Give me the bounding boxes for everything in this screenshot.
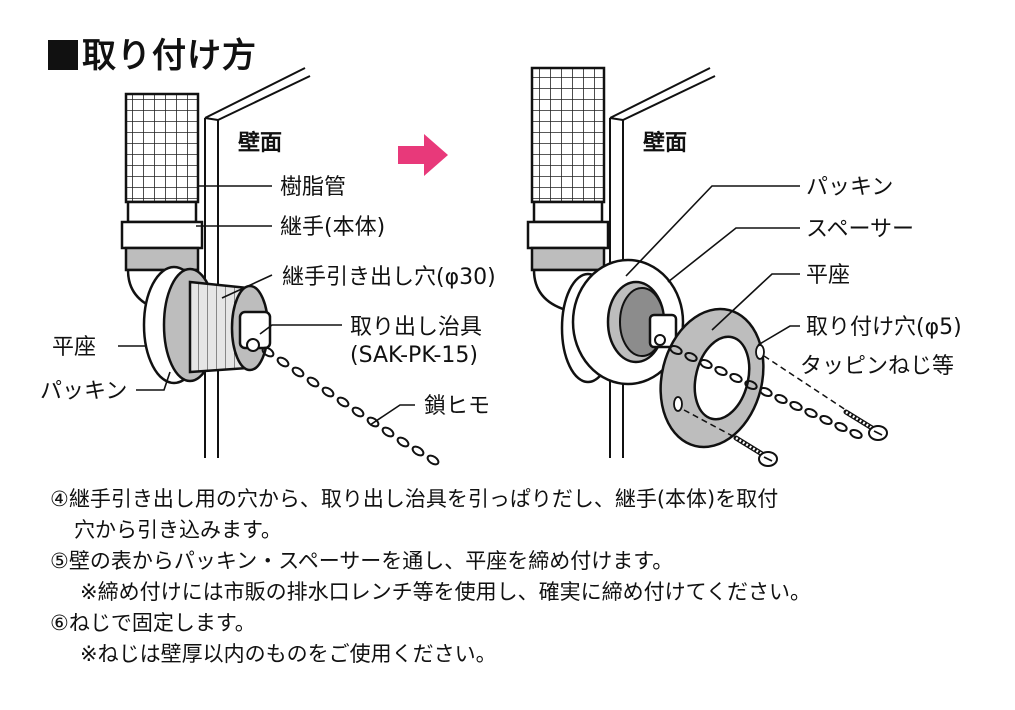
step-5-line1: ⑤壁の表からパッキン・スペーサーを通し、平座を締め付けます。	[50, 549, 674, 573]
square-bullet-icon	[48, 40, 78, 70]
pullout-hole-label: 継手引き出し穴(φ30)	[282, 265, 496, 290]
step-4-line1: ④継手引き出し用の穴から、取り出し治具を引っぱりだし、継手(本体)を取付	[50, 487, 779, 511]
installation-diagram: 壁面	[40, 66, 962, 467]
joint-body-label: 継手(本体)	[280, 215, 385, 240]
tool-label-line2: (SAK-PK-15)	[350, 343, 478, 368]
right-diagram: 壁面	[526, 66, 962, 467]
right-screw-upper	[843, 409, 888, 441]
spacer-label: スペーサー	[806, 217, 914, 242]
mount-hole-label: 取り付け穴(φ5)	[806, 315, 962, 340]
tool-label-line1: 取り出し治具	[350, 315, 482, 340]
title-text: 取り付け方	[82, 36, 257, 76]
step-6-note: ※ねじは壁厚以内のものをご使用ください。	[80, 642, 497, 666]
right-packing-label: パッキン	[806, 175, 893, 200]
right-packing-spacer	[560, 258, 685, 386]
step-6-line1: ⑥ねじで固定します。	[50, 611, 256, 635]
resin-pipe-label: 樹脂管	[280, 175, 346, 200]
left-diagram: 壁面	[40, 67, 496, 466]
left-resin-pipe	[124, 92, 200, 204]
section-title: 取り付け方	[48, 28, 257, 77]
right-flat-seat-label: 平座	[806, 263, 850, 288]
right-leader-lines	[625, 185, 800, 346]
instruction-steps: ④継手引き出し用の穴から、取り出し治具を引っぱりだし、継手(本体)を取付 穴から…	[50, 484, 1000, 670]
screws-label: タッピンねじ等	[800, 354, 954, 379]
left-chain	[261, 346, 440, 466]
left-wall-label: 壁面	[238, 130, 282, 156]
right-flat-seat	[659, 307, 765, 449]
right-dashed-guides	[683, 355, 859, 441]
left-packing-label: パッキン	[40, 379, 127, 404]
step-arrow-icon	[398, 134, 448, 176]
right-chain	[669, 344, 863, 440]
left-wall	[204, 67, 311, 458]
step-4-line2: 穴から引き込みます。	[74, 518, 282, 542]
step-5-note: ※締め付けには市販の排水口レンチ等を使用し、確実に締め付けてください。	[80, 580, 811, 604]
chain-label: 鎖ヒモ	[424, 394, 490, 419]
left-threaded-joint	[188, 280, 272, 374]
right-resin-pipe	[530, 66, 606, 204]
right-wall-label: 壁面	[643, 130, 687, 156]
left-flat-seat-label: 平座	[52, 335, 96, 360]
left-leader-lines	[118, 185, 415, 426]
right-screw-lower	[733, 435, 778, 467]
